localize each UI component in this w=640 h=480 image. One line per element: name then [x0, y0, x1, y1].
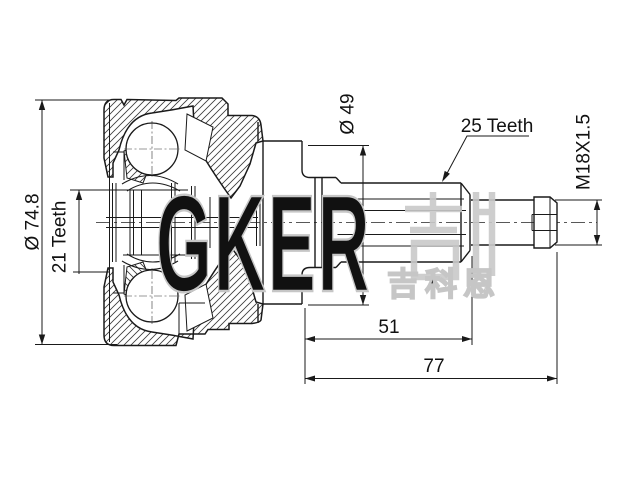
hub-cylinder: [257, 122, 302, 323]
watermark-glyph-large: [405, 192, 496, 281]
watermark-brand: GKER: [156, 167, 372, 321]
race-edge-pair: [191, 186, 196, 259]
bore-edges: [106, 103, 261, 342]
hub-step-fillets: [301, 141, 311, 304]
label-shaft-spline-teeth: 25 Teeth: [461, 116, 534, 137]
step-inner-lines: [178, 302, 205, 334]
lip-step-lines: [113, 151, 125, 180]
end-nut: [533, 196, 558, 249]
dimension-arrows: [38, 100, 601, 382]
watermark-glyph-partial: [472, 192, 496, 276]
arrow-51-right: [462, 336, 472, 342]
arrow-21teeth: [75, 190, 83, 200]
bore-spline-edges: [129, 190, 142, 255]
arrow-49-top: [359, 145, 367, 156]
label-overall-length: 77: [423, 356, 444, 377]
label-body-diameter: Ø 49: [338, 93, 359, 134]
leader-25teeth: [443, 135, 529, 180]
watermark-cjk-name: 吉科恩: [387, 266, 501, 302]
label-spline-length: 51: [378, 317, 399, 338]
label-outer-diameter: Ø 74.8: [23, 193, 44, 250]
arrow-m18-top: [593, 200, 601, 210]
arrow-51-left: [305, 336, 315, 342]
arrow-77-right: [547, 375, 557, 382]
spline-section-outline: [335, 177, 471, 268]
bore-edge-pair1: [112, 183, 117, 262]
dimension-labels: Ø 74.8 21 Teeth Ø 49 25 Teeth M18X1.5 51…: [23, 93, 595, 377]
cavity-back-edges: [256, 199, 261, 246]
watermark-glyph-box: [410, 239, 460, 281]
ball-center-cross: [124, 121, 180, 177]
dim-49-lines: [308, 145, 369, 306]
bell-wall-top: [103, 97, 264, 200]
arrow-49-bottom: [359, 295, 367, 305]
end-nut-flats: [531, 197, 557, 248]
neck-with-groove: [310, 176, 336, 269]
dim-77-lines: [305, 252, 558, 384]
arrow-74-8-bottom: [38, 334, 46, 345]
dimension-lines: [35, 99, 602, 384]
arrow-m18-bottom: [593, 235, 601, 245]
race-groove-arc: [121, 174, 179, 185]
bore-edge-pair2: [171, 183, 176, 262]
dim-74-8-lines: [35, 99, 117, 345]
cage-pocket: [184, 113, 214, 162]
stem-silhouette-lines: [106, 217, 258, 228]
stub-shaft: [257, 122, 558, 323]
bell-wall-bottom: [103, 245, 264, 347]
joint-internals-top: [113, 113, 214, 192]
bell-housing-section: [103, 97, 264, 347]
arrow-77-left: [305, 375, 315, 382]
label-thread-spec: M18X1.5: [574, 114, 595, 190]
dim-21teeth-lines: [70, 189, 188, 274]
label-inner-spline-teeth: 21 Teeth: [50, 201, 71, 274]
watermark: GKER 吉科恩: [155, 166, 501, 322]
watermark-glyph-bars: [405, 192, 462, 234]
thread-section: [471, 199, 534, 246]
dim-51-lines: [304, 256, 473, 384]
arrow-74-8-top: [38, 100, 46, 110]
spline-tooth-lines: [337, 198, 466, 247]
arrow-25teeth: [442, 170, 450, 182]
